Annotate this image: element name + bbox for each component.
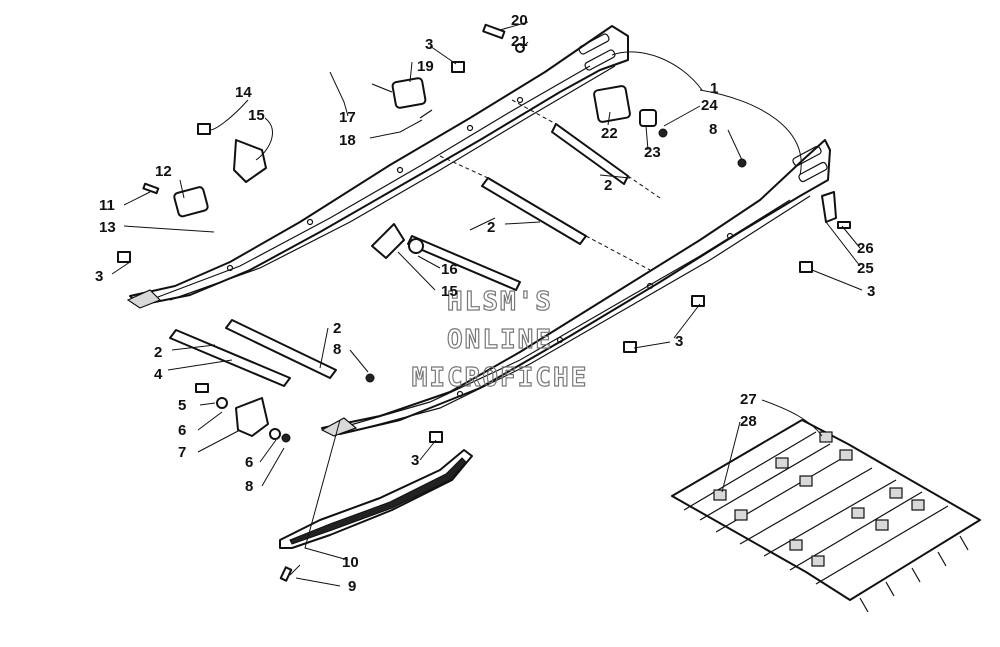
callout-9: 9 <box>348 578 356 595</box>
callout-16: 16 <box>441 261 458 278</box>
leader-lines <box>111 21 863 587</box>
watermark-line-1: HLSM'S <box>447 287 553 317</box>
right-rail <box>126 25 629 309</box>
callout-8-center: 8 <box>333 341 341 358</box>
watermark: HLSM'S ONLINE MICROFICHE <box>411 286 589 393</box>
callout-2-left: 2 <box>154 344 162 361</box>
callout-12: 12 <box>155 163 172 180</box>
left-rail <box>320 139 831 437</box>
callout-26: 26 <box>857 240 874 257</box>
callout-19: 19 <box>417 58 434 75</box>
callout-3-right: 3 <box>867 283 875 300</box>
callout-3-center: 3 <box>675 333 683 350</box>
slide <box>279 449 473 582</box>
callout-3-left: 3 <box>95 268 103 285</box>
callout-13: 13 <box>99 219 116 236</box>
callouts: 1 2 2 2 2 3 3 3 3 3 4 5 6 6 7 8 8 8 9 10… <box>95 12 875 595</box>
hardware <box>117 23 851 443</box>
cross-shafts <box>169 99 661 387</box>
callout-10: 10 <box>342 554 359 571</box>
callout-8-upper-right: 8 <box>709 121 717 138</box>
track-section <box>671 419 981 613</box>
callout-27: 27 <box>740 391 757 408</box>
callout-5: 5 <box>178 397 186 414</box>
callout-23: 23 <box>644 144 661 161</box>
callout-7: 7 <box>178 444 186 461</box>
callout-2-middle: 2 <box>487 219 495 236</box>
callout-6-right: 6 <box>245 454 253 471</box>
callout-8-lower: 8 <box>245 478 253 495</box>
callout-22: 22 <box>601 125 618 142</box>
callout-4: 4 <box>154 366 163 383</box>
callout-15-upper: 15 <box>248 107 265 124</box>
callout-24: 24 <box>701 97 718 114</box>
callout-28: 28 <box>740 413 757 430</box>
callout-1: 1 <box>710 80 718 97</box>
callout-20: 20 <box>511 12 528 29</box>
callout-21: 21 <box>511 33 528 50</box>
watermark-line-2: ONLINE <box>447 325 553 355</box>
callout-14: 14 <box>235 84 252 101</box>
callout-2-upper-right: 2 <box>604 177 612 194</box>
watermark-line-3: MICROFICHE <box>412 363 589 393</box>
callout-6-left: 6 <box>178 422 186 439</box>
callout-18: 18 <box>339 132 356 149</box>
callout-17: 17 <box>339 109 356 126</box>
callout-2-lower: 2 <box>333 320 341 337</box>
callout-11: 11 <box>99 197 115 214</box>
callout-25: 25 <box>857 260 874 277</box>
callout-3-top: 3 <box>425 36 433 53</box>
callout-3-bottom: 3 <box>411 452 419 469</box>
callout-15-lower: 15 <box>441 283 458 300</box>
